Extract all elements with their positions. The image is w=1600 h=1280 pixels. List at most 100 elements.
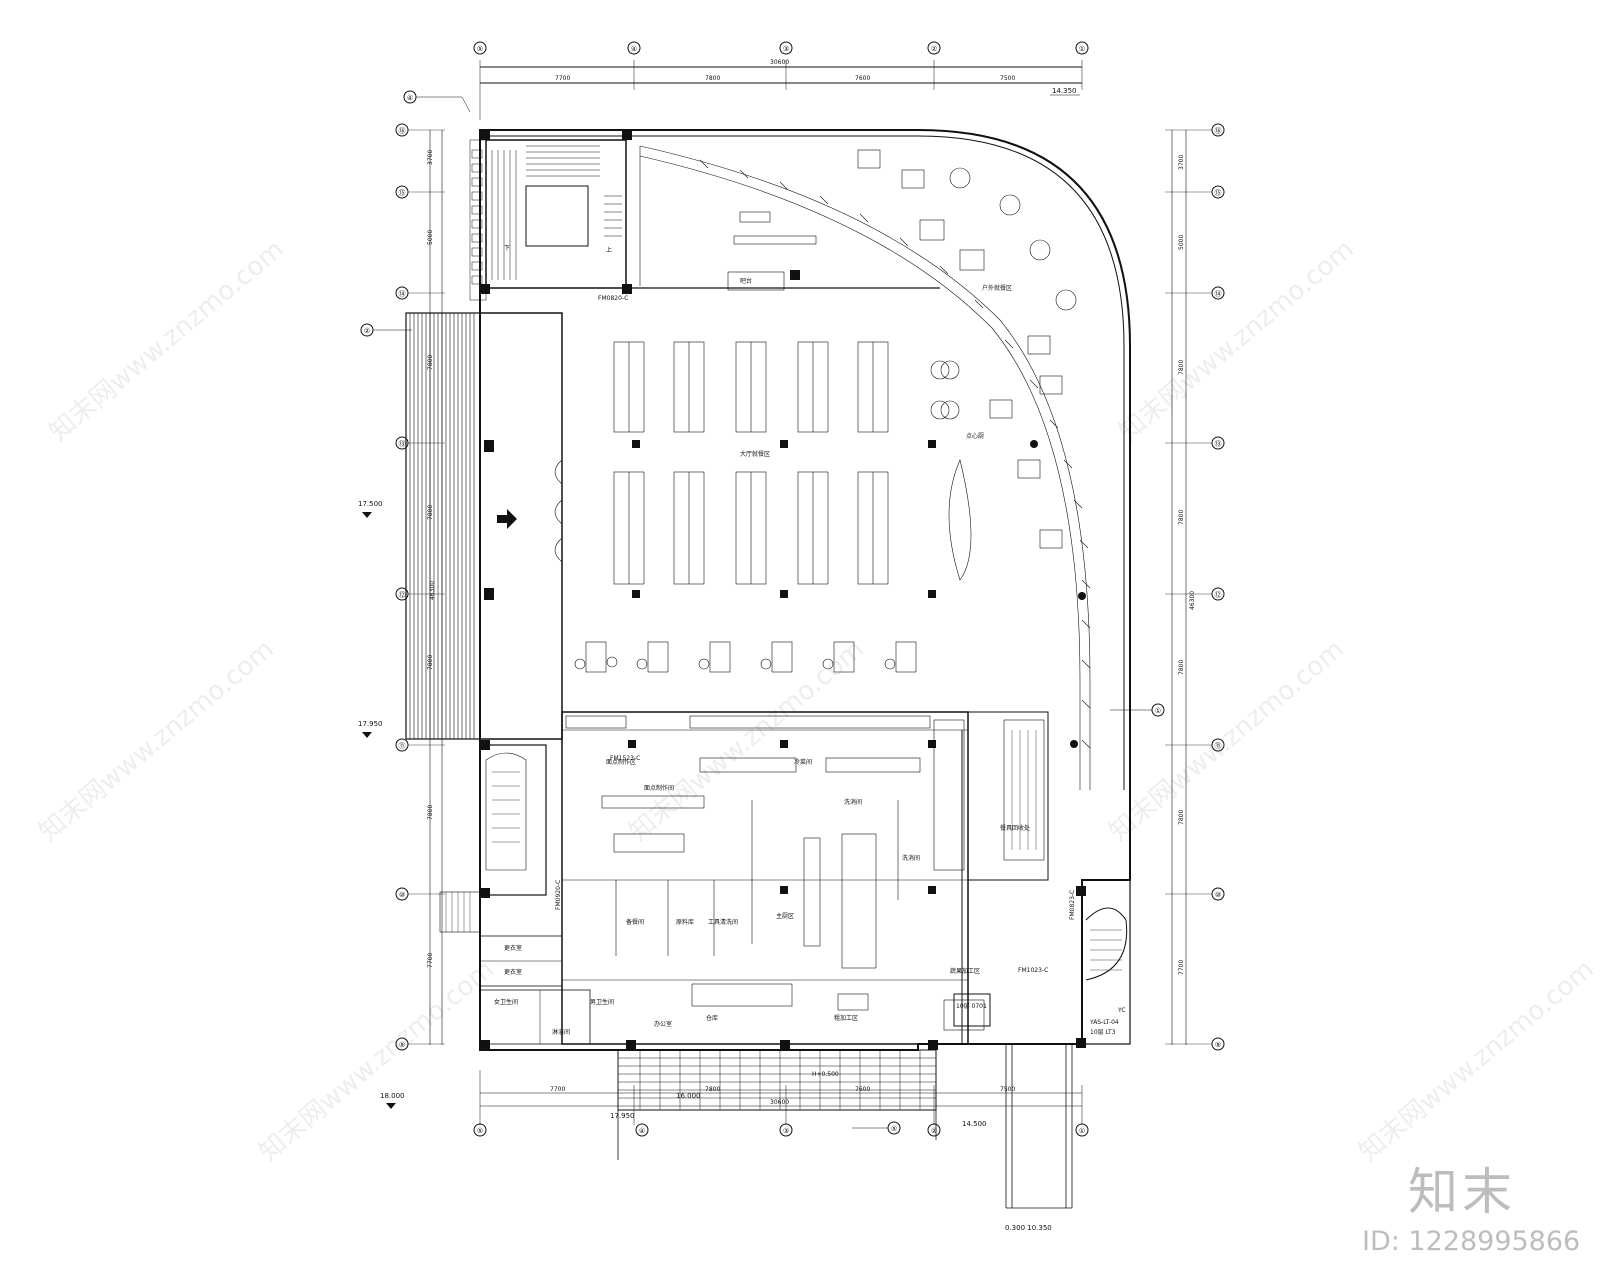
svg-text:17.950: 17.950 — [358, 720, 383, 728]
top-bay-1: 7700 — [555, 75, 570, 82]
building-outline — [479, 129, 1131, 1051]
svg-text:吧台: 吧台 — [740, 277, 752, 285]
bottom-right-ramp — [1005, 1044, 1073, 1209]
dining-hall-tables: 大厅就餐区 点心厨 — [613, 341, 984, 598]
top-storage: 吧台 — [632, 146, 940, 291]
svg-text:备餐间: 备餐间 — [626, 918, 644, 926]
right-dim-6: 7800 — [1178, 810, 1185, 825]
right-dim-5: 7800 — [1178, 660, 1185, 675]
grid-top-2: ② — [931, 45, 937, 53]
left-dim-5: 7800 — [427, 655, 434, 670]
svg-text:7800: 7800 — [705, 1086, 720, 1093]
grid-top-5: ⑤ — [477, 45, 483, 53]
svg-text:YAS-LT-04: YAS-LT-04 — [1089, 1019, 1119, 1026]
svg-text:女卫生间: 女卫生间 — [494, 998, 518, 1006]
svg-text:7500: 7500 — [1000, 1086, 1015, 1093]
svg-text:18.000: 18.000 — [380, 1092, 405, 1100]
right-dim-4: 7800 — [1178, 510, 1185, 525]
left-dim-2: 5000 — [427, 230, 434, 245]
svg-text:7600: 7600 — [855, 1086, 870, 1093]
left-service-strip — [469, 139, 487, 301]
svg-text:⑪: ⑪ — [399, 742, 406, 750]
svg-text:⑯: ⑯ — [399, 127, 406, 135]
svg-text:7700: 7700 — [550, 1086, 565, 1093]
svg-text:⑮: ⑮ — [1215, 189, 1222, 197]
right-dim-2: 5000 — [1178, 235, 1185, 250]
svg-text:FM0820-C: FM0820-C — [598, 295, 628, 302]
svg-text:办公室: 办公室 — [654, 1020, 672, 1028]
left-ramp — [405, 312, 481, 740]
elev-top-right: 14.350 — [1052, 87, 1077, 95]
svg-text:淋浴间: 淋浴间 — [552, 1028, 570, 1036]
svg-text:H+0.500: H+0.500 — [812, 1071, 839, 1078]
svg-text:10层 LT3: 10层 LT3 — [1090, 1029, 1116, 1036]
right-dim-3: 7800 — [1178, 360, 1185, 375]
top-bay-4: 7500 — [1000, 75, 1015, 82]
left-grid-bubbles: ⑯ ⑮ ⑭ ⑬ ⑫ ⑪ ⑩ ⑨ — [395, 123, 445, 1051]
svg-text:FM0920-C: FM0920-C — [555, 880, 562, 910]
bottom-steps: H+0.500 — [617, 1049, 937, 1160]
top-bay-3: 7600 — [855, 75, 870, 82]
right-dim-7: 7700 — [1178, 960, 1185, 975]
svg-text:10层 0701: 10层 0701 — [956, 1003, 987, 1010]
svg-text:⑬: ⑬ — [1215, 440, 1222, 448]
bottom-left-rooms: 更衣室 更衣室 女卫生间 男卫生间 淋浴间 办公室 FM0920-C FM152… — [439, 740, 938, 1050]
svg-text:⑫: ⑫ — [399, 591, 406, 599]
grid-top-1: ① — [1079, 45, 1085, 53]
svg-text:更衣室: 更衣室 — [504, 944, 522, 952]
watermark-brand: 知末 — [1408, 1163, 1516, 1221]
grid-top-3: ③ — [783, 45, 789, 53]
svg-text:30600: 30600 — [770, 1099, 789, 1106]
svg-text:⑬: ⑬ — [399, 440, 406, 448]
svg-text:17.950: 17.950 — [610, 1112, 635, 1120]
svg-text:主厨区: 主厨区 — [776, 912, 794, 920]
svg-text:粗加工区: 粗加工区 — [834, 1014, 858, 1022]
svg-text:下: 下 — [504, 245, 510, 252]
booth-row — [574, 641, 917, 673]
svg-text:面点制作间: 面点制作间 — [644, 784, 674, 792]
svg-text:⑭: ⑭ — [1215, 290, 1222, 298]
section-mark-top-left: ④ — [403, 90, 471, 113]
svg-text:蔬果加工区: 蔬果加工区 — [950, 967, 980, 975]
svg-text:原料库: 原料库 — [676, 918, 694, 926]
svg-text:⑤: ⑤ — [477, 1127, 483, 1135]
svg-text:④: ④ — [407, 94, 413, 102]
svg-text:⑯: ⑯ — [1215, 127, 1222, 135]
svg-text:FM0823-C: FM0823-C — [1069, 890, 1076, 920]
left-dim-1: 3700 — [427, 150, 434, 165]
svg-text:②: ② — [931, 1127, 937, 1135]
svg-text:餐具回收处: 餐具回收处 — [1000, 824, 1030, 832]
top-bay-2: 7800 — [705, 75, 720, 82]
svg-text:②: ② — [364, 327, 370, 335]
svg-text:大厅就餐区: 大厅就餐区 — [740, 450, 770, 458]
top-dimension-chain: 7700 7800 7600 7500 30600 — [479, 59, 1083, 120]
stair-core-top: 下 上 FM0820-C — [480, 130, 632, 302]
left-dim-4: 7800 — [427, 505, 434, 520]
svg-text:①: ① — [1155, 707, 1161, 715]
svg-text:④: ④ — [639, 1127, 645, 1135]
left-elevations: 17.500 17.950 18.000 — [358, 500, 405, 1109]
left-dim-7: 7700 — [427, 953, 434, 968]
svg-text:⑫: ⑫ — [1215, 591, 1222, 599]
svg-text:14.500: 14.500 — [962, 1120, 987, 1128]
left-dim-3: 7800 — [427, 355, 434, 370]
svg-text:⑪: ⑪ — [1215, 742, 1222, 750]
svg-text:上: 上 — [606, 246, 612, 254]
left-dim-6: 7800 — [427, 805, 434, 820]
svg-text:YC: YC — [1117, 1007, 1126, 1014]
grid-top-4: ④ — [631, 45, 637, 53]
right-grid-bubbles: ⑯ ⑮ ⑭ ⑬ ⑫ ⑪ ⑩ ⑨ — [1165, 123, 1225, 1051]
kitchen-zone: 面点制作区 冷菜间 面点制作间 洗消间 洗消间 主厨区 备餐间 原料库 工具清洗… — [561, 711, 1030, 1045]
svg-text:⑨: ⑨ — [399, 1041, 405, 1049]
svg-text:更衣室: 更衣室 — [504, 968, 522, 976]
svg-text:①: ① — [1079, 1127, 1085, 1135]
bottom-grid-bubbles: ⑤ ④ ③ ② ① ⑤ 17.950 16.000 14.500 0.300 1… — [473, 1092, 1089, 1232]
svg-text:⑨: ⑨ — [1215, 1041, 1221, 1049]
svg-text:FM1023-C: FM1023-C — [1018, 967, 1048, 974]
svg-text:⑤: ⑤ — [891, 1125, 897, 1133]
svg-text:洗消间: 洗消间 — [902, 854, 920, 862]
svg-text:仓库: 仓库 — [706, 1014, 718, 1022]
bottom-dimension-chain: 7700 7800 7600 7500 30600 — [479, 1070, 1083, 1125]
svg-text:0.300 10.350: 0.300 10.350 — [1005, 1224, 1052, 1232]
